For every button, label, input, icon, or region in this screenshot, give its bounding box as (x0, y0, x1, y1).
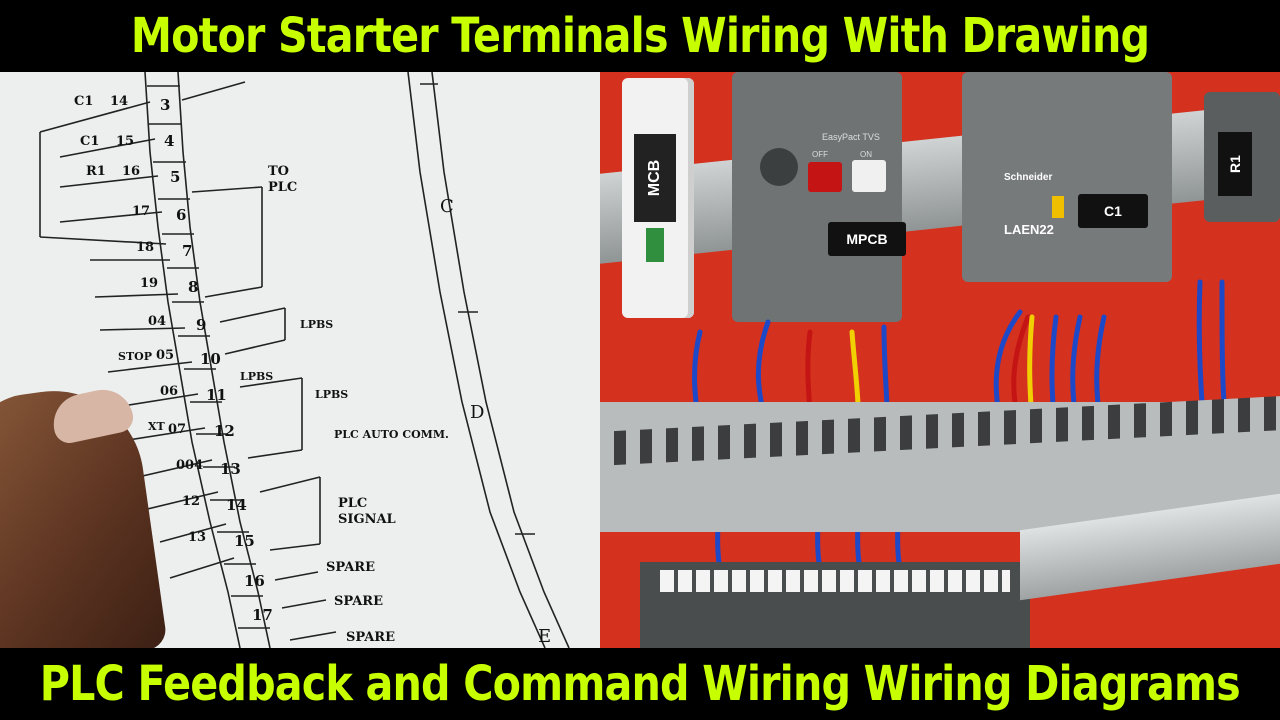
mpcb-off-label: OFF (812, 150, 828, 159)
wire-number: 17 (132, 204, 151, 219)
section-letter: E (538, 626, 552, 647)
plc-signal-label: SIGNAL (338, 512, 396, 527)
mpcb-on-label: ON (860, 150, 872, 159)
contactor-tag-plate: C1 (1078, 194, 1148, 228)
contactor-model: LAEN22 (1004, 222, 1054, 237)
mpcb-label-plate: MPCB (828, 222, 906, 256)
relay-tag-plate: R1 (1218, 132, 1252, 196)
wire-number: 16 (122, 164, 141, 179)
terminal-number: 6 (176, 206, 187, 224)
terminal-number: 7 (182, 242, 193, 260)
mcb-label-strip: MCB (634, 134, 676, 222)
wire-number: 05 (156, 348, 175, 363)
wire-number: 04 (148, 314, 167, 329)
contact-label: R1 (86, 164, 106, 179)
bottom-title: PLC Feedback and Command Wiring Wiring D… (39, 656, 1241, 712)
wire-number: 18 (136, 240, 155, 255)
wire-number: 004 (176, 458, 204, 473)
contactor-tag: C1 (1104, 203, 1122, 219)
wire-number: 15 (116, 134, 135, 149)
plc-auto-comm-label: PLC AUTO COMM. (334, 428, 449, 441)
terminal-number: 13 (220, 460, 241, 478)
mcb-device: MCB (622, 78, 694, 318)
xt-label: XT (148, 420, 165, 433)
plc-signal-label: PLC (338, 496, 368, 511)
bottom-banner: PLC Feedback and Command Wiring Wiring D… (0, 648, 1280, 720)
to-plc-label: TO PLC (268, 164, 298, 195)
top-banner: Motor Starter Terminals Wiring With Draw… (0, 0, 1280, 72)
contact-label: C1 (74, 94, 94, 109)
mpcb-brand: EasyPact TVS (822, 132, 880, 142)
spare-label: SPARE (326, 560, 376, 575)
section-letter: D (470, 402, 485, 423)
spare-label: SPARE (346, 630, 396, 645)
lpbs-label: LPBS (240, 370, 274, 383)
wire-number: 06 (160, 384, 179, 399)
terminal-number: 16 (244, 572, 265, 590)
mpcb-stop-button[interactable] (808, 162, 842, 192)
contactor-brand: Schneider (1004, 172, 1053, 183)
section-letter: C (440, 196, 454, 217)
control-panel-photo: MCB EasyPact TVS OFF ON MPCB Schneider L… (600, 72, 1280, 648)
spare-label: SPARE (334, 594, 384, 609)
duct-slots (600, 396, 1280, 466)
top-title: Motor Starter Terminals Wiring With Draw… (130, 8, 1150, 64)
terminal-number: 9 (196, 316, 207, 334)
wire-number: 07 (168, 422, 187, 437)
terminal-number: 3 (160, 96, 171, 114)
wiring-drawing-panel: C1 14 C1 15 R1 16 3 4 5 17 6 18 7 19 8 0… (0, 72, 600, 648)
terminal-number: 5 (170, 168, 181, 186)
mcb-toggle[interactable] (646, 228, 664, 262)
terminal-number: 8 (188, 278, 199, 296)
wire-number: 14 (110, 94, 129, 109)
terminal-number: 4 (164, 132, 175, 150)
terminal-number: 10 (200, 350, 221, 368)
relay-device: R1 (1204, 92, 1280, 222)
terminal-number: 11 (206, 386, 227, 404)
terminal-number: 15 (234, 532, 255, 550)
terminal-strip (640, 562, 1030, 648)
contact-label: C1 (80, 134, 100, 149)
contactor-indicator (1052, 196, 1064, 218)
stop-label: STOP (118, 350, 152, 363)
drawing-lines (39, 72, 570, 648)
terminal-markers (660, 570, 1010, 592)
mpcb-dial[interactable] (760, 148, 798, 186)
mpcb-label: MPCB (846, 231, 888, 247)
wire-number: 13 (188, 530, 207, 545)
wire-number: 19 (140, 276, 159, 291)
terminal-number: 17 (252, 606, 273, 624)
wire-number: 12 (182, 494, 201, 509)
contactor-device: Schneider LAEN22 C1 (962, 72, 1172, 282)
terminal-number: 14 (226, 496, 247, 514)
mpcb-start-button[interactable] (852, 160, 886, 192)
lpbs-label: LPBS (300, 318, 334, 331)
terminal-number: 12 (214, 422, 235, 440)
lpbs-label: LPBS (315, 388, 349, 401)
mpcb-device: EasyPact TVS OFF ON MPCB (732, 72, 906, 322)
